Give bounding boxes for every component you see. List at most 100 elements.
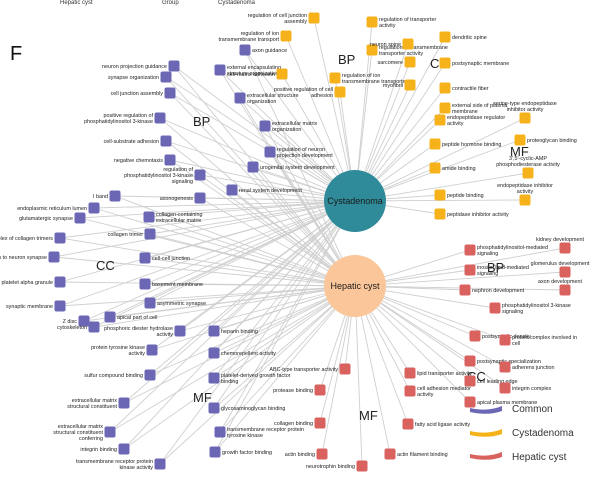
cystadenoma-hub-label: Cystadenoma [327, 196, 383, 206]
node-label: peptidase inhibitor activity [447, 212, 509, 218]
node-common-endoplasmic-reticulum-lumen[interactable]: endoplasmic reticulum lumen [17, 202, 100, 214]
node-hepatic-glomerulus-development[interactable]: glomerulus development [531, 261, 590, 278]
node-common-synapse-organization[interactable]: synapse organization [108, 71, 172, 83]
node-common-glycosaminoglycan-binding[interactable]: glycosaminoglycan binding [208, 402, 286, 414]
edge-common-42-0 [159, 200, 356, 465]
node-common-axonogenesis[interactable]: axonogenesis [160, 192, 206, 204]
node-common-i-band[interactable]: I band [93, 190, 121, 202]
node-common-cell-cell-junction[interactable]: cell-cell junction [139, 252, 191, 264]
node-common-integrin-binding[interactable]: integrin binding [80, 443, 130, 455]
node-label: peptide binding [447, 193, 484, 199]
legend: Common Cystadenoma Hepatic cyst [470, 404, 574, 463]
node-cystadenoma-peptide-binding[interactable]: peptide binding [434, 189, 484, 201]
node-cystadenoma-neuron-spine[interactable]: neuron spine [370, 38, 414, 50]
node-common-neuron-projection-guidance[interactable]: neuron projection guidance [102, 60, 180, 72]
node-common-urogenital-system-development[interactable]: urogenital system development [247, 161, 336, 173]
node-common-complex-of-collagen-trimers[interactable]: complex of collagen trimers [0, 232, 66, 244]
node-hepatic-fatty-acid-ligase-activity[interactable]: fatty acid ligase activity [402, 418, 471, 430]
node-hepatic-actin-filament-binding[interactable]: actin filament binding [384, 448, 448, 460]
node-cystadenoma-postsynaptic-membrane[interactable]: postsynaptic membrane [439, 57, 510, 69]
node-common-basement-membrane[interactable]: basement membrane [139, 278, 203, 290]
node-cystadenoma-amide-binding[interactable]: amide binding [429, 162, 476, 174]
node-hepatic-nephron-development[interactable]: nephron development [459, 284, 525, 296]
node-marker [434, 208, 446, 220]
node-cystadenoma-myofibril[interactable]: myofibril [383, 79, 416, 91]
node-hepatic-integrin-complex[interactable]: integrin complex [499, 382, 552, 394]
node-hepatic-kidney-development[interactable]: kidney development [536, 237, 584, 254]
node-hepatic-lipid-transporter-activity[interactable]: lipid transporter activity [404, 367, 473, 379]
node-common-negative-chemotaxis[interactable]: negative chemotaxis [114, 154, 176, 166]
node-common-axon-guidance[interactable]: axon guidance [239, 44, 288, 56]
node-common-z-disc[interactable]: Z disc [63, 315, 90, 327]
node-common-heparin-binding[interactable]: heparin binding [208, 325, 258, 337]
node-hepatic-neurotrophin-binding[interactable]: neurotrophin binding [306, 460, 368, 472]
node-cystadenoma-proteoglycan-binding[interactable]: proteoglycan binding [514, 134, 577, 146]
node-cystadenoma-sarcomere[interactable]: sarcomere [378, 56, 416, 68]
node-label: basement membrane [152, 282, 203, 288]
cystadenoma-hub[interactable] [324, 170, 386, 232]
hepatic-cyst-hub[interactable] [324, 255, 386, 317]
node-common-cell-substrate-adhesion[interactable]: cell-substrate adhesion [104, 135, 172, 147]
node-common-neuron-to-neuron-synapse[interactable]: neuron to neuron synapse [0, 251, 60, 263]
node-hepatic-abc-type-transporter-activity[interactable]: ABC-type transporter activity [269, 363, 351, 375]
node-hepatic-adherens-junction[interactable]: adherens junction [499, 361, 555, 373]
node-common-apical-part-of-cell[interactable]: apical part of cell [104, 311, 158, 323]
node-common-asymmetric-synapse[interactable]: asymmetric synapse [144, 297, 207, 309]
node-common-sulfur-compound-binding[interactable]: sulfur compound binding [84, 369, 156, 381]
node-common-chemorepellent-activity[interactable]: chemorepellent activity [208, 347, 277, 359]
node-hepatic-collagen-binding[interactable]: collagen binding [274, 417, 326, 429]
node-cystadenoma-dendritic-spine[interactable]: dendritic spine [439, 31, 487, 43]
node-common-cell-junction-assembly[interactable]: cell junction assembly [111, 87, 176, 99]
node-hepatic-protease-binding[interactable]: protease binding [273, 384, 326, 396]
node-common-collagen-trimer[interactable]: collagen trimer [108, 228, 156, 240]
node-hepatic-axon-development[interactable]: axon development [538, 279, 583, 296]
node-cystadenoma-peptidase-inhibitor-activity[interactable]: peptidase inhibitor activity [434, 208, 510, 220]
node-common-renal-system-development[interactable]: renal system development [226, 184, 303, 196]
node-marker [209, 446, 221, 458]
node-common-cytoskeleton[interactable]: cytoskeleton [57, 321, 100, 333]
node-common-platelet-alpha-granule[interactable]: platelet alpha granule [1, 276, 66, 288]
node-hepatic-actin-binding[interactable]: actin binding [285, 448, 328, 460]
node-common-glutamatergic-synapse[interactable]: glutamatergic synapse [19, 212, 86, 224]
node-common-synaptic-membrane[interactable]: synaptic membrane [6, 300, 66, 312]
node-cystadenoma-contractile-fiber[interactable]: contractile fiber [439, 82, 489, 94]
node-cystadenoma-cell-matrix-adhesion[interactable]: cell-matrix adhesion [227, 68, 288, 80]
node-common-growth-factor-binding[interactable]: growth factor binding [209, 446, 273, 458]
node-hepatic-apical-plasma-membrane[interactable]: apical plasma membrane [464, 396, 538, 408]
node-hepatic-cell-leading-edge[interactable]: cell leading edge [464, 375, 518, 387]
node-cystadenoma-peptide-hormone-binding[interactable]: peptide hormone binding [429, 138, 502, 150]
edge-cystadenoma-15-0 [354, 117, 526, 202]
node-label: neuron spine [370, 42, 401, 48]
